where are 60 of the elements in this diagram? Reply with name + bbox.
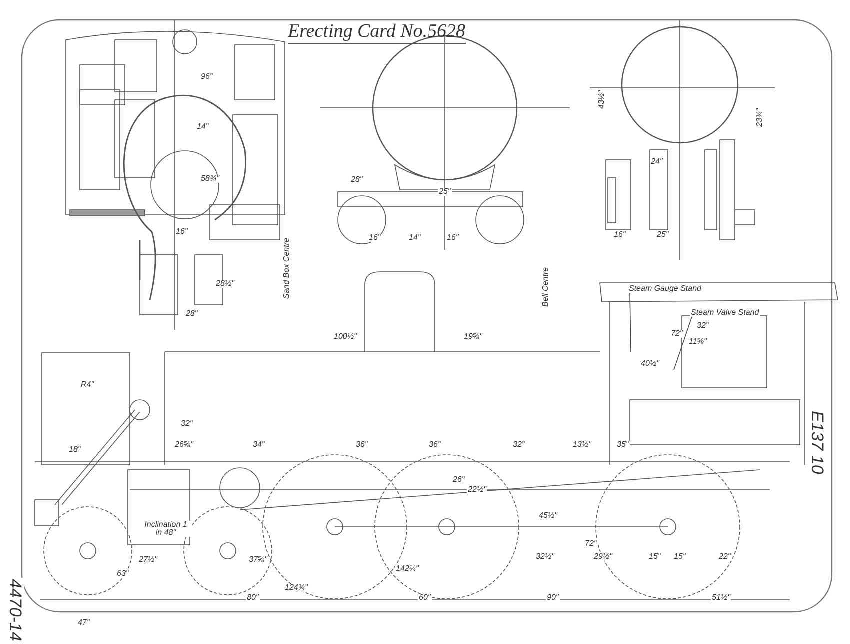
callout-text: Steam Valve Stand xyxy=(690,309,760,317)
dimension-label: 51½" xyxy=(711,594,732,602)
dimension-label: 14" xyxy=(196,123,210,131)
dimension-label: 47" xyxy=(77,619,91,627)
dimension-label: R4" xyxy=(80,381,96,389)
dimension-label: 32" xyxy=(696,322,710,330)
leader-line xyxy=(630,292,632,352)
dimension-label: 25" xyxy=(438,188,452,196)
drawing-number: E137 10 xyxy=(809,410,826,476)
dimension-label: 36" xyxy=(355,441,369,449)
dimension-label: 14" xyxy=(408,234,422,242)
dimension-label: 40½" xyxy=(640,360,660,368)
dimension-label: 22½" xyxy=(467,486,488,494)
dimension-label: 26" xyxy=(452,476,466,484)
centre-line-label: Bell Centre xyxy=(542,266,550,308)
dimension-label: 36" xyxy=(428,441,442,449)
dimension-label: 142¼" xyxy=(395,565,420,573)
dimension-label: 90" xyxy=(546,594,560,602)
dimension-label: 26⅝" xyxy=(174,441,194,449)
dimension-label: 124¾" xyxy=(284,584,309,592)
dimension-label: 13½" xyxy=(572,441,592,449)
dimension-label: 16" xyxy=(368,234,382,242)
dimension-label: 60" xyxy=(418,594,432,602)
centre-line-label: Sand Box Centre xyxy=(283,237,291,300)
dimension-label: 72" xyxy=(670,330,684,338)
dimension-label: 35" xyxy=(616,441,630,449)
dimension-label: 96" xyxy=(200,73,214,81)
dimension-label: 16" xyxy=(175,228,189,236)
dimension-label: 37⅝" xyxy=(248,556,268,564)
dimension-label: 100½" xyxy=(333,333,358,341)
dimension-label: 34" xyxy=(252,441,266,449)
drawing-number: 4470-14 xyxy=(7,578,24,642)
dimension-label: 32½" xyxy=(535,553,556,561)
dimension-label: 15" xyxy=(648,553,662,561)
dimension-label: 45½" xyxy=(538,512,558,520)
dimension-label: 19⅝" xyxy=(463,333,484,341)
dimension-label: 22" xyxy=(718,553,732,561)
dimension-label: 27½" xyxy=(138,556,158,564)
dimension-label: 28" xyxy=(350,176,364,184)
dimension-label: 63" xyxy=(116,570,130,578)
dimension-label: 16" xyxy=(446,234,460,242)
dimension-label: 28½" xyxy=(215,280,236,288)
dimension-label: 15" xyxy=(673,553,687,561)
dimension-label: 11⅝" xyxy=(688,338,708,346)
dimension-label: 16" xyxy=(613,231,627,239)
leader-line xyxy=(674,316,692,370)
dimension-label: 23¾" xyxy=(756,108,764,128)
drawing-title: Erecting Card No.5628 xyxy=(288,22,466,44)
dimension-label: 80" xyxy=(246,594,260,602)
dimension-label: 72" xyxy=(584,540,598,548)
dimension-label: 32" xyxy=(512,441,526,449)
dimension-label: 24" xyxy=(650,158,664,166)
dimension-label: 25" xyxy=(656,231,670,239)
dimension-label: 58¾" xyxy=(200,175,220,183)
dimension-label: 29½" xyxy=(593,553,614,561)
callout-text: Steam Gauge Stand xyxy=(628,285,702,293)
dimension-label: 28" xyxy=(185,310,199,318)
dimension-label: 18" xyxy=(68,446,82,454)
dimension-label: 32" xyxy=(180,420,194,428)
dimension-label: 43½" xyxy=(598,90,606,110)
